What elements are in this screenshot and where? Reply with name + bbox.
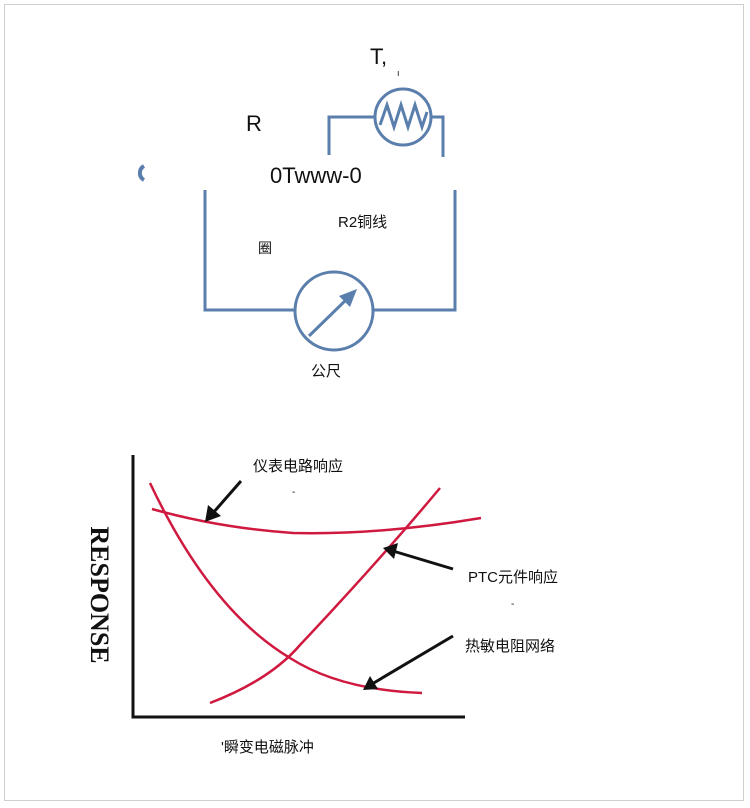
thermistor-arrow [371, 634, 454, 686]
thermistor-sub: ı [397, 68, 400, 78]
thermistor-label: T, [370, 44, 387, 69]
y-axis-label: RESPONSE [85, 526, 114, 663]
ptc-dash: - [511, 599, 514, 610]
ptc-arrowhead [383, 543, 398, 559]
ptc-label: PTC元件响应 [468, 568, 558, 586]
partial-circle-icon [137, 164, 146, 182]
instrument-dash: - [292, 487, 295, 498]
wire-label: 0Twww-0 [270, 163, 362, 188]
meter-label: 公尺 [311, 363, 341, 380]
meter-arrowhead [339, 289, 357, 307]
r2-label: R2铜线 [338, 214, 387, 231]
x-axis-label: '瞬变电磁脉冲 [221, 739, 314, 756]
circuit-labels: T, ı R 0Twww-0 R2铜线 圈 公尺 [246, 44, 400, 380]
meter-icon [293, 270, 375, 352]
ptc-arrow [392, 549, 454, 571]
meter-needle [307, 296, 350, 338]
coil-label: 圈 [258, 240, 272, 256]
axes [131, 455, 465, 719]
instrument-label: 仪表电路响应 [253, 457, 343, 475]
thermistor-wire [327, 115, 445, 157]
instrument-arrowhead [205, 505, 221, 522]
ptc-curve [209, 487, 441, 705]
thermistor-network-label: 热敏电阻网络 [465, 638, 555, 655]
thermistor-curve [148, 482, 423, 695]
circuit-diagram [137, 87, 457, 352]
circuit-loop-wire [203, 190, 457, 312]
thermistor-zigzag [378, 100, 429, 132]
r-label: R [246, 111, 262, 136]
thermistor-icon [373, 87, 433, 147]
page-frame [4, 4, 744, 801]
instrument-arrow [211, 480, 243, 514]
response-chart: 仪表电路响应 - PTC元件响应 - 热敏电阻网络 '瞬变电磁脉冲 RESPON… [85, 455, 558, 756]
instrument-curve [151, 507, 482, 535]
thermistor-arrowhead [363, 676, 378, 690]
